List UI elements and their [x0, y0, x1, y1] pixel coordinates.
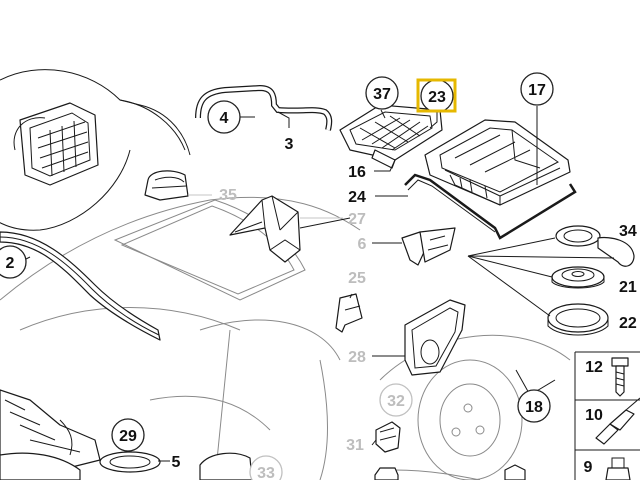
- part-seal-frame-24: [404, 173, 577, 240]
- part-windshield-seal: [0, 231, 161, 341]
- fastener-row-12[interactable]: 12: [585, 359, 603, 376]
- svg-text:18: 18: [525, 399, 543, 416]
- callout-37[interactable]: 37: [365, 76, 399, 110]
- part-bottom-clip: [374, 464, 526, 480]
- svg-text:34: 34: [619, 223, 637, 240]
- svg-text:37: 37: [373, 86, 391, 103]
- callout-17[interactable]: 17: [520, 72, 554, 106]
- part-bracket-25: [335, 293, 363, 333]
- callout-33[interactable]: 33: [249, 455, 283, 480]
- callout-22[interactable]: 22: [619, 315, 637, 332]
- fastener-row-10[interactable]: 10: [585, 407, 603, 424]
- callout-34[interactable]: 34: [619, 223, 637, 240]
- fastener-row-9[interactable]: 9: [584, 459, 593, 476]
- part-clip-31: [375, 421, 401, 453]
- part-bracket-6: [401, 227, 456, 266]
- svg-text:35: 35: [219, 187, 237, 204]
- svg-text:21: 21: [619, 279, 637, 296]
- callout-25[interactable]: 25: [348, 270, 366, 287]
- svg-text:3: 3: [285, 136, 294, 153]
- callout-29[interactable]: 29: [111, 418, 145, 452]
- callout-6[interactable]: 6: [358, 236, 367, 253]
- callout-35[interactable]: 35: [219, 187, 237, 204]
- part-battery-tray-17: [424, 119, 571, 206]
- clip-icon: [605, 457, 631, 480]
- callout-32[interactable]: 32: [379, 383, 413, 417]
- part-grommet-34: [555, 225, 635, 267]
- svg-text:16: 16: [348, 164, 366, 181]
- callout-21[interactable]: 21: [619, 279, 637, 296]
- part-cowl-panel: [0, 389, 101, 480]
- fastener-table: [574, 351, 640, 480]
- svg-text:9: 9: [584, 459, 593, 476]
- svg-text:23: 23: [428, 89, 446, 106]
- part-mount-21: [551, 266, 605, 289]
- callout-3[interactable]: 3: [285, 136, 294, 153]
- svg-text:27: 27: [348, 211, 366, 228]
- hose-connector-icon: [595, 397, 640, 445]
- detail-callout: [0, 69, 191, 231]
- svg-text:5: 5: [172, 454, 181, 471]
- svg-text:10: 10: [585, 407, 603, 424]
- callout-23[interactable]: 23: [416, 78, 457, 113]
- callout-4[interactable]: 4: [207, 100, 241, 134]
- svg-text:25: 25: [348, 270, 366, 287]
- svg-text:33: 33: [257, 465, 275, 480]
- svg-text:29: 29: [119, 428, 137, 445]
- part-tray-16: [339, 104, 443, 169]
- part-cover-28: [404, 299, 466, 376]
- svg-text:24: 24: [348, 189, 366, 206]
- part-seal-33: [199, 452, 253, 480]
- leader-lines: [19, 106, 615, 462]
- part-bracket-35: [144, 170, 189, 201]
- callout-24[interactable]: 24: [348, 189, 366, 206]
- part-gasket-5: [99, 451, 161, 473]
- svg-text:28: 28: [348, 349, 366, 366]
- callout-28[interactable]: 28: [348, 349, 366, 366]
- svg-text:31: 31: [346, 437, 364, 454]
- callout-5[interactable]: 5: [172, 454, 181, 471]
- svg-text:22: 22: [619, 315, 637, 332]
- svg-text:12: 12: [585, 359, 603, 376]
- svg-text:17: 17: [528, 82, 546, 99]
- part-ring-22: [547, 303, 609, 336]
- callout-16[interactable]: 16: [348, 164, 366, 181]
- svg-text:6: 6: [358, 236, 367, 253]
- svg-text:2: 2: [6, 255, 15, 272]
- car-body-outline: [0, 196, 571, 480]
- part-drain-hose: [195, 84, 333, 131]
- callout-31[interactable]: 31: [346, 437, 364, 454]
- callout-27[interactable]: 27: [348, 211, 366, 228]
- part-bracket-27: [229, 195, 301, 263]
- svg-text:32: 32: [387, 393, 405, 410]
- callout-2[interactable]: 2: [0, 245, 27, 279]
- bolt-icon: [611, 357, 629, 397]
- callout-18[interactable]: 18: [517, 389, 551, 423]
- svg-text:4: 4: [220, 110, 229, 127]
